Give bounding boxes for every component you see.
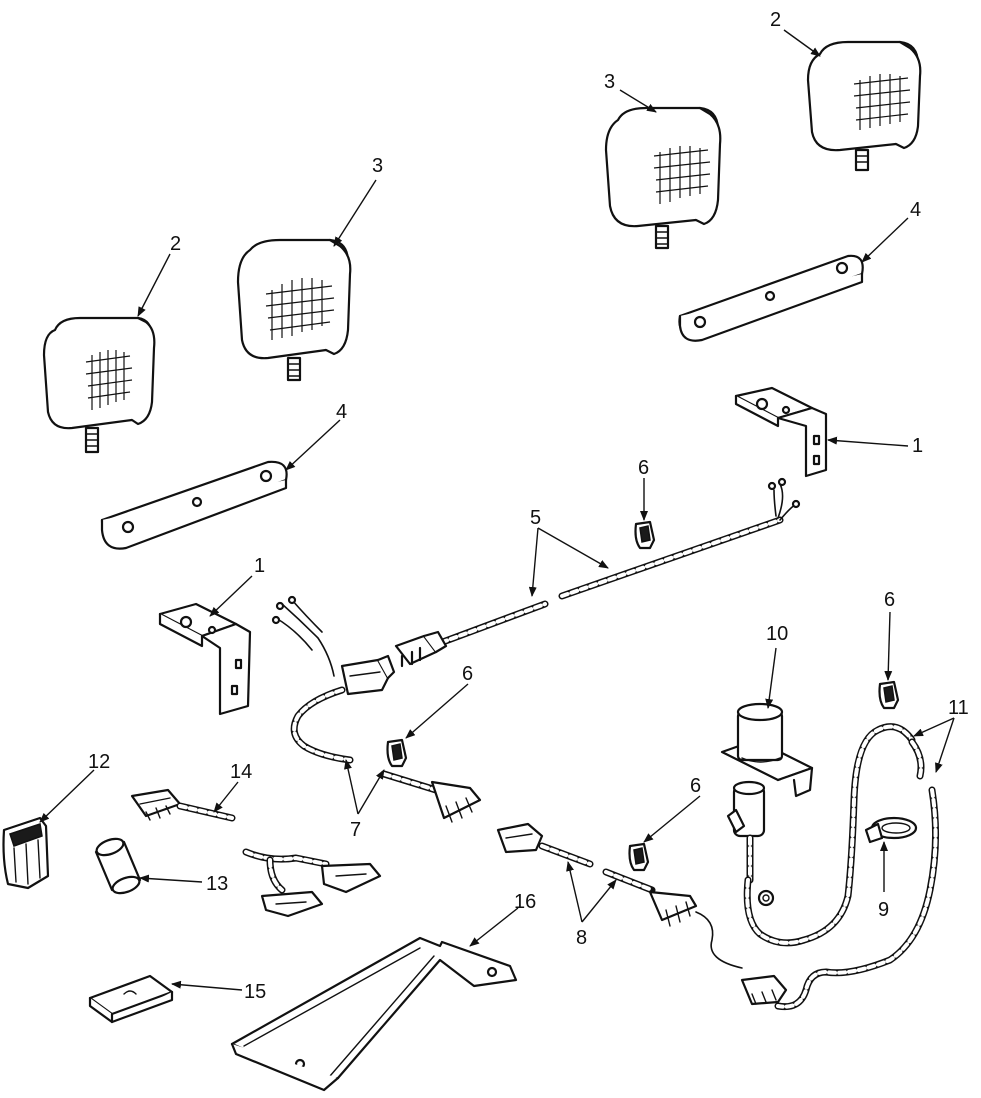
clip-a [634,520,656,550]
callout-6-d: 6 [690,775,701,797]
callout-15: 15 [244,981,266,1003]
pigtail-harness-lower [290,686,482,823]
harness-item-14 [130,788,382,918]
callout-4-right: 4 [910,199,921,221]
callout-6-c: 6 [884,589,895,611]
relay-item-10 [720,702,814,798]
callout-3-left: 3 [372,155,383,177]
callout-9: 9 [878,899,889,921]
clip-b [386,738,408,768]
callout-10: 10 [766,623,788,645]
leader-lines [39,29,955,991]
callout-2-left: 2 [170,233,181,255]
clamp-item-9 [864,816,918,844]
work-lamp-right-rear [806,40,922,172]
callout-16: 16 [514,891,536,913]
harness-item-8 [496,822,743,969]
pigtail-harness-upper [271,595,396,696]
angle-bracket-upper [734,386,828,478]
switch-item-12 [2,816,50,890]
work-lamp-left-front [42,316,156,454]
mounting-plate-left [100,460,288,550]
callout-1-lower: 1 [254,555,265,577]
main-wiring-harness [394,477,801,668]
callout-6-a: 6 [638,457,649,479]
work-lamp-right-front [604,106,722,250]
angle-bracket-lower [158,602,252,716]
bushing-item-13 [94,837,142,895]
callout-8: 8 [576,927,587,949]
clip-d [628,842,650,872]
callout-5: 5 [530,507,541,529]
mounting-plate-right [678,254,864,342]
callout-7: 7 [350,819,361,841]
bracket-item-16 [230,936,518,1092]
callout-4-left: 4 [336,401,347,423]
socket-plug [726,723,940,1011]
callout-13: 13 [206,873,228,895]
callout-12: 12 [88,751,110,773]
callout-2-right: 2 [770,9,781,31]
callout-14: 14 [230,761,252,783]
clip-c [878,680,900,710]
callout-labels: 1 1 2 2 3 3 4 4 5 6 6 6 6 7 8 9 10 11 12… [88,9,969,1003]
callout-11: 11 [948,697,969,719]
callout-3-right: 3 [604,71,615,93]
pad-item-15 [88,974,174,1024]
work-lamp-left-rear [236,238,352,382]
callout-1-upper: 1 [912,435,923,457]
callout-6-b: 6 [462,663,473,685]
